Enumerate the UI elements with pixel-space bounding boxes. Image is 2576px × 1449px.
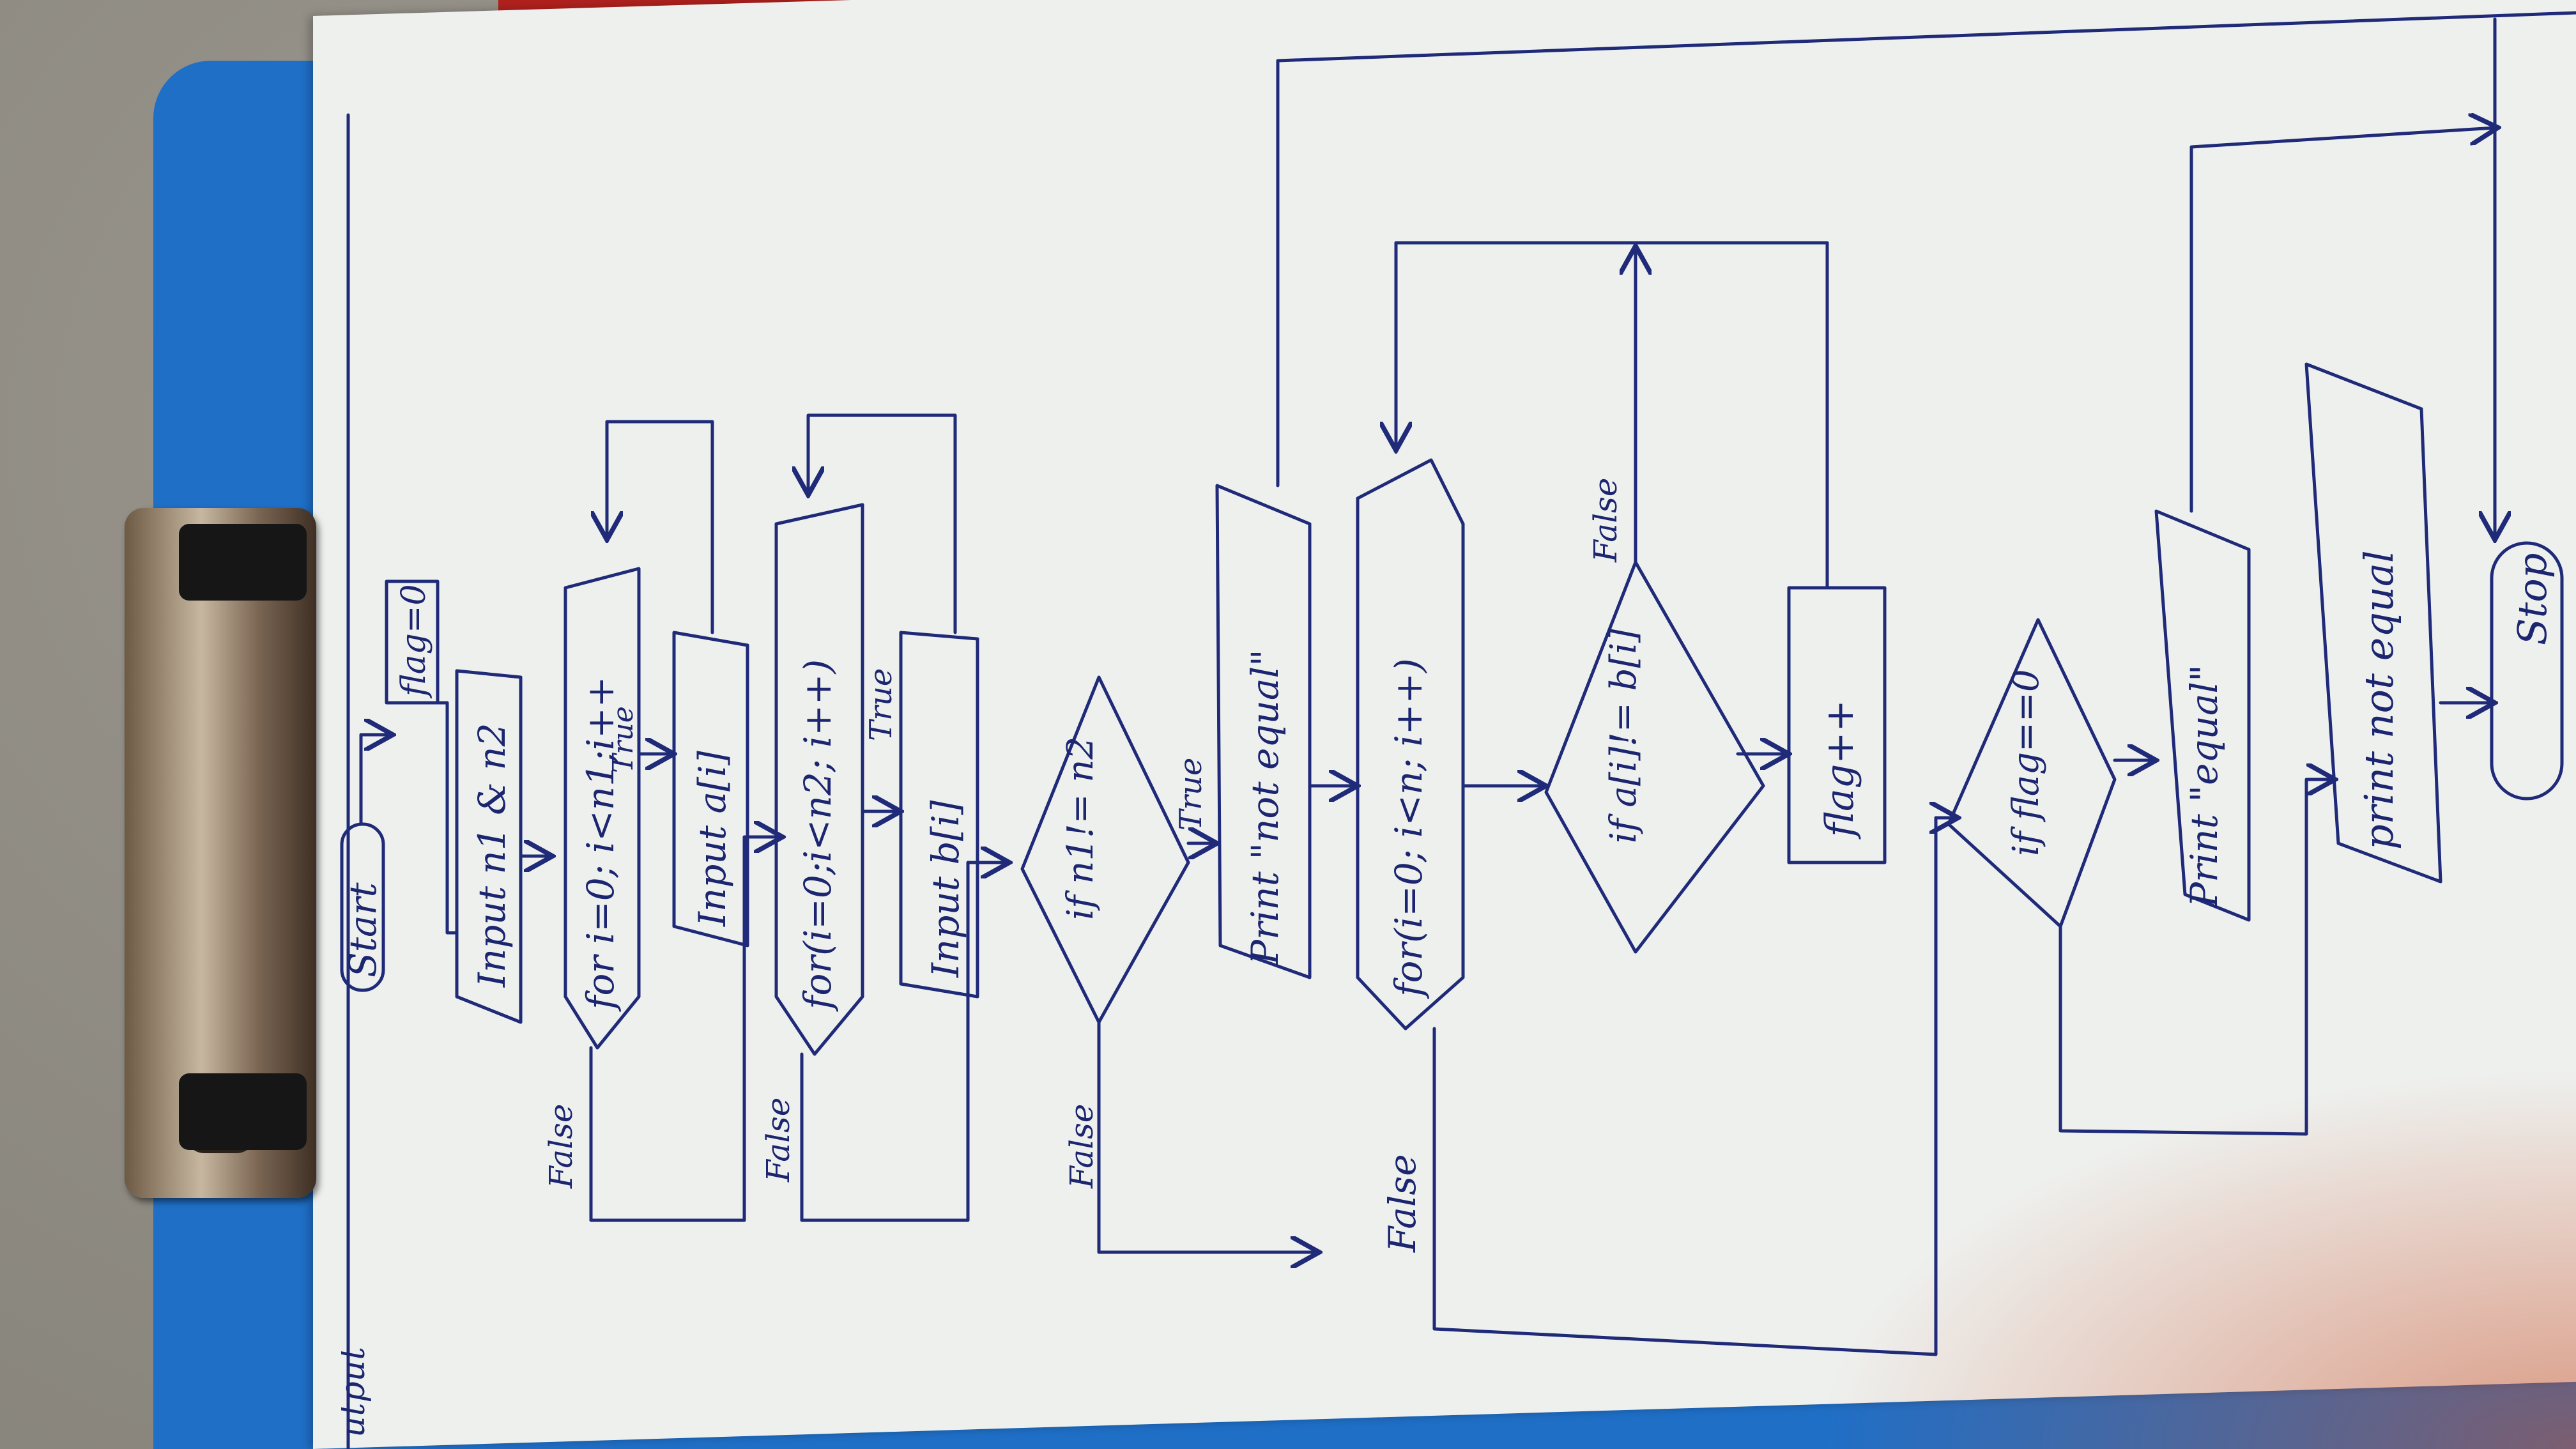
decision-n-false-label: False bbox=[1063, 1104, 1100, 1189]
loop1-exit-arrow bbox=[589, 837, 779, 1222]
flag-inc-box bbox=[1787, 586, 1887, 864]
decision-flag-label: if flag==0 bbox=[2005, 670, 2047, 857]
loop3-false-label: False bbox=[1381, 1154, 1424, 1253]
decision-a-false-label: False bbox=[1587, 478, 1624, 563]
loop3-box bbox=[1356, 458, 1465, 1031]
loop3-label: for(i=0; i<n; i++) bbox=[1387, 658, 1430, 999]
decision-n-diamond bbox=[1020, 675, 1190, 1024]
decision-a-diamond bbox=[1544, 560, 1765, 954]
input-n-label: Input n1 & n2 bbox=[470, 723, 514, 988]
start-label: Start bbox=[341, 882, 385, 977]
loop1-box bbox=[564, 567, 641, 1050]
print-equal-box bbox=[2154, 509, 2251, 922]
arrow-flag-input bbox=[436, 701, 459, 935]
loop2-false-label: False bbox=[760, 1098, 797, 1183]
clip-tab bbox=[179, 524, 307, 601]
decision-a-label: if a[i]!= b[i] bbox=[1603, 629, 1644, 843]
input-n-box bbox=[455, 669, 523, 1024]
loop2-exit-arrow bbox=[800, 862, 1006, 1222]
loop2-true-label: True bbox=[863, 668, 899, 741]
input-a-label: Input a[i] bbox=[691, 751, 734, 927]
input-b-box bbox=[899, 631, 979, 999]
decision-n-label: if n1!= n2 bbox=[1060, 737, 1101, 920]
flag-init-box bbox=[385, 579, 440, 705]
stop-terminal bbox=[2490, 541, 2564, 801]
decision-n-true-label: True bbox=[1173, 758, 1209, 831]
flag-inc-label: flag++ bbox=[1818, 700, 1862, 839]
loop2-label: for(i=0;i<n2; i++) bbox=[796, 659, 839, 1012]
loop1-label: for i=0; i<n1;i++ bbox=[579, 677, 622, 1012]
print-equal-label: Print "equal" bbox=[2182, 664, 2226, 908]
stop-label: Stop bbox=[2509, 553, 2556, 645]
arrow-start-flag bbox=[359, 735, 390, 826]
decision-flag-diamond bbox=[1947, 618, 2117, 928]
input-a-box bbox=[672, 631, 749, 947]
loop3-back-arrow bbox=[1396, 241, 1829, 590]
loop1-back-arrow bbox=[607, 420, 714, 634]
input-b-label: Input b[i] bbox=[924, 800, 967, 978]
loop2-back-arrow bbox=[808, 413, 957, 634]
clip-tab bbox=[179, 1073, 307, 1150]
print-not-equal-2-box bbox=[2304, 362, 2442, 884]
print-not-equal-1-label: Print "not equal" bbox=[1243, 649, 1287, 965]
print-not-equal-1-box bbox=[1215, 484, 1312, 979]
loop3-exit-arrow bbox=[1432, 818, 1955, 1356]
loop1-true-label: True bbox=[607, 706, 640, 773]
print-to-stop-line bbox=[1276, 11, 2576, 487]
loop2-box bbox=[774, 503, 864, 1056]
decn-false-arrow bbox=[1097, 1020, 1316, 1252]
flag-init-label: flag=0 bbox=[395, 584, 433, 699]
print-not-equal-2-label: print not equal bbox=[2356, 550, 2402, 850]
header-fragment: utput bbox=[334, 1347, 372, 1438]
decflag-false-arrow bbox=[2058, 779, 2332, 1136]
equal-to-stop-arrow bbox=[2189, 128, 2495, 513]
loop1-false-label: False bbox=[542, 1104, 579, 1189]
